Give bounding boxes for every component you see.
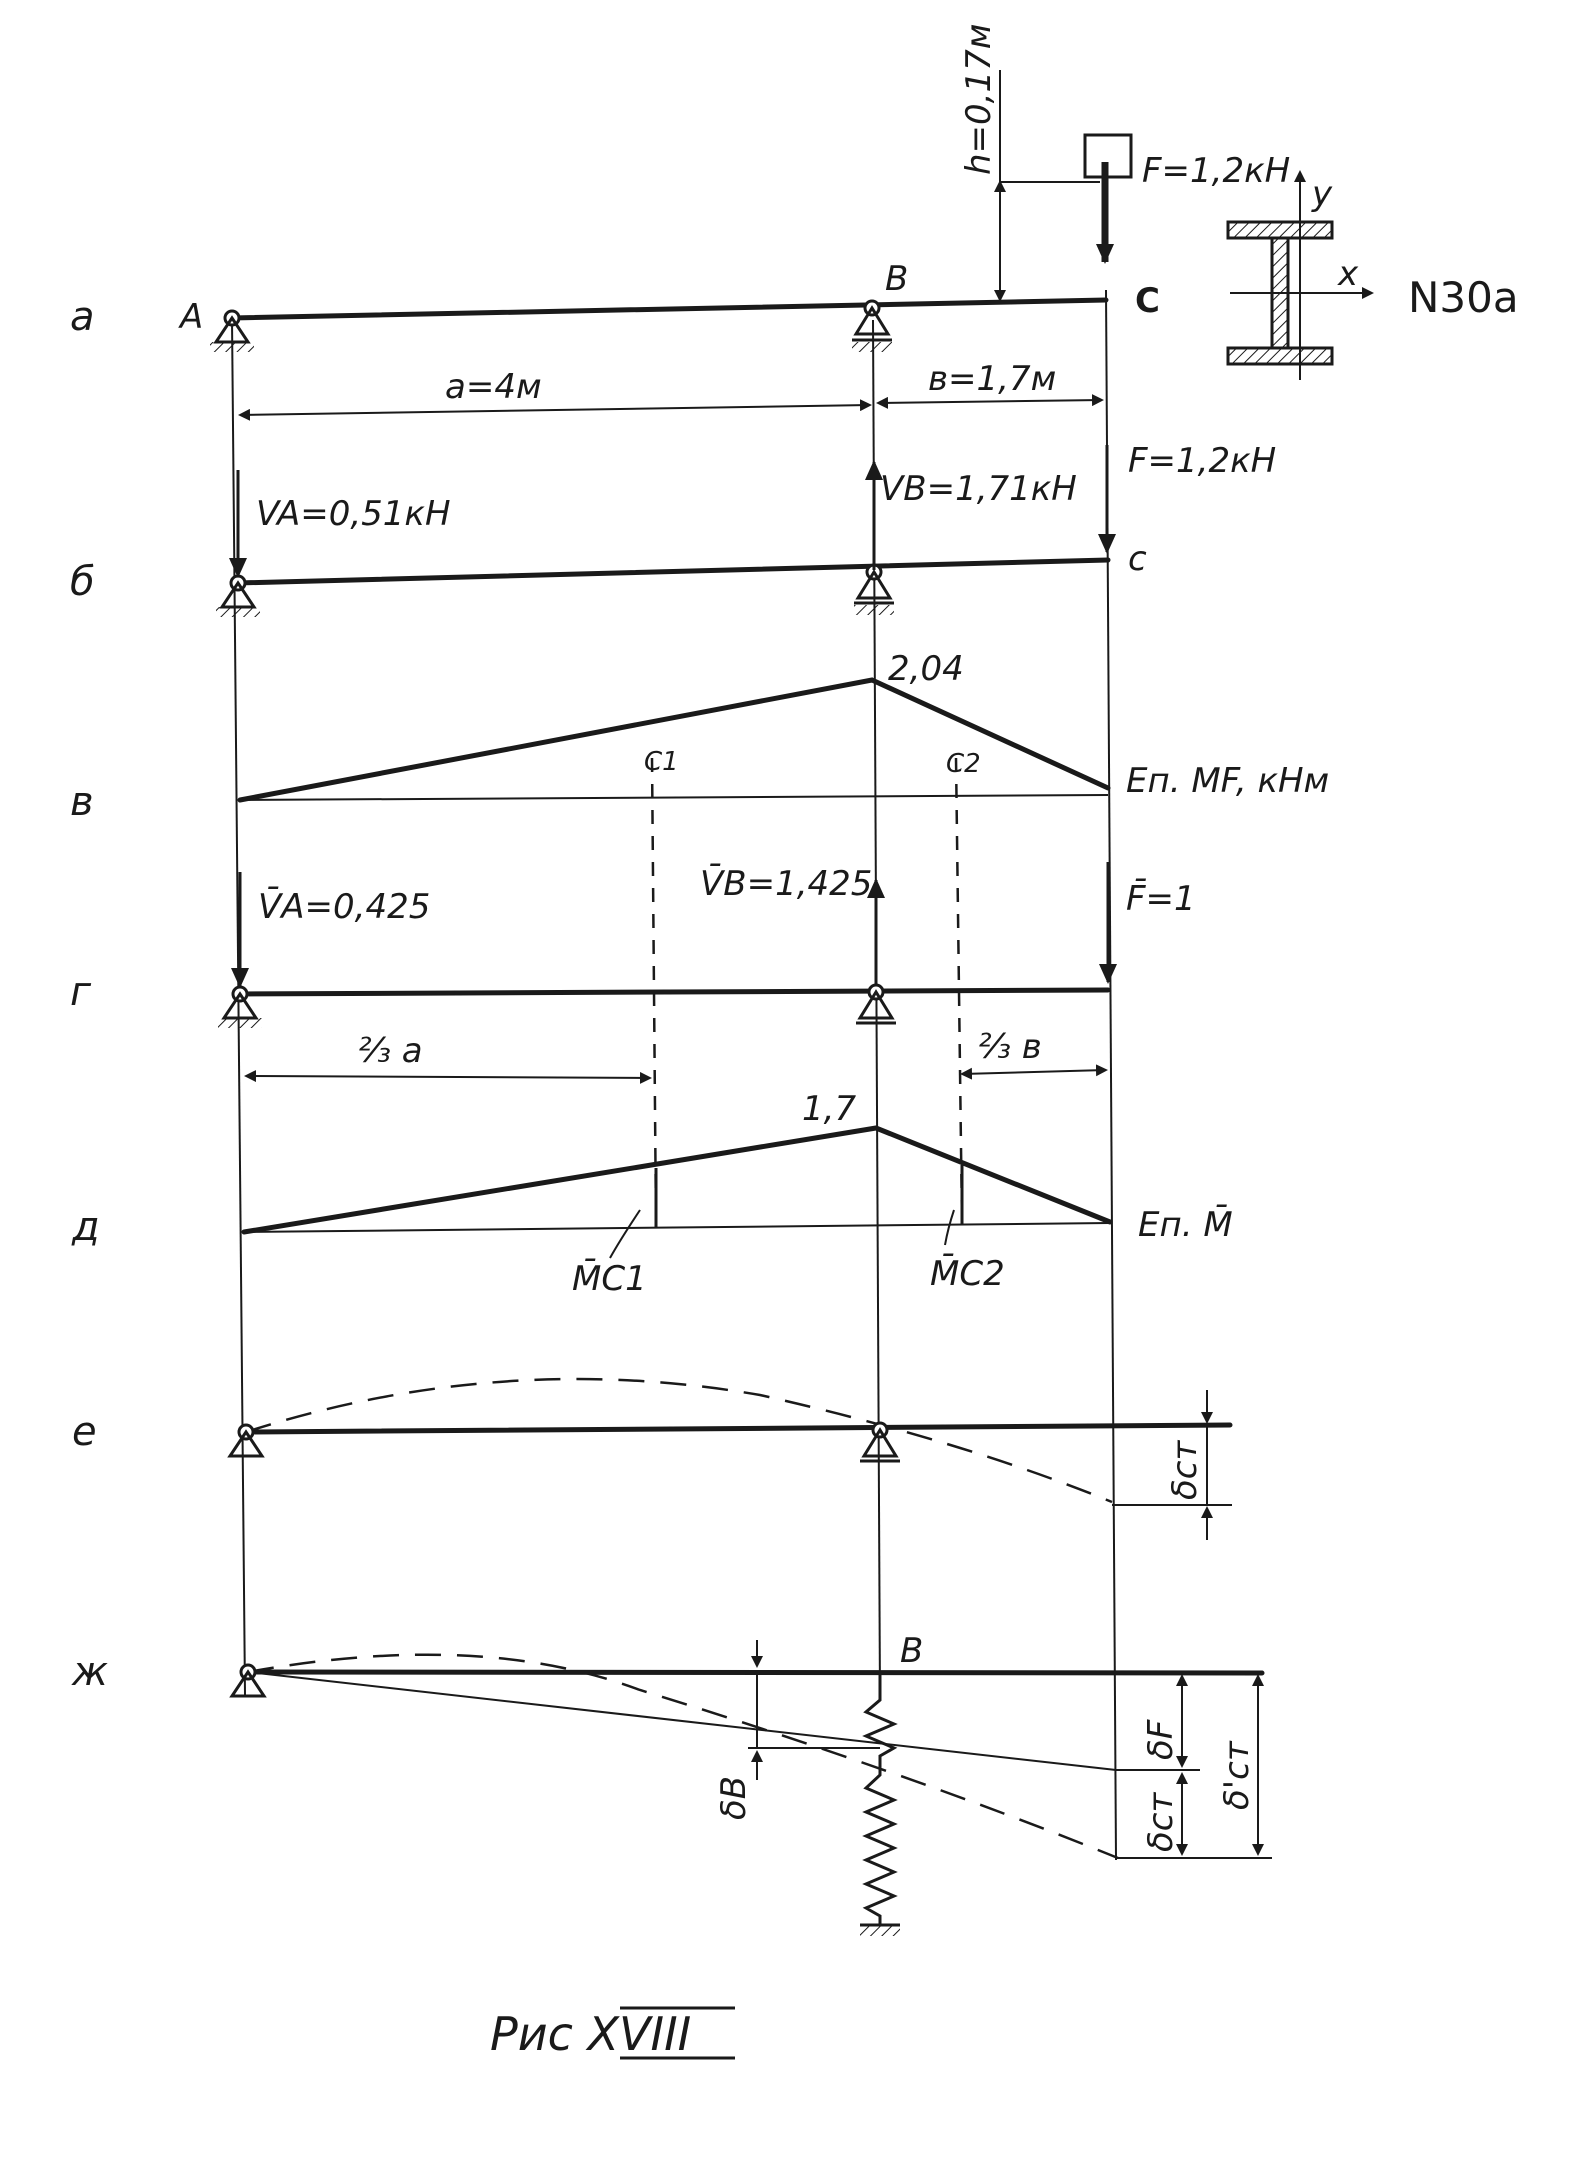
section-y-axis-label: y <box>1311 174 1333 214</box>
support-b-row-e <box>860 1421 900 1463</box>
delta-f-label: δF <box>1141 1719 1181 1760</box>
beam-row-b <box>235 557 1111 586</box>
point-label-c-row-b: c <box>1128 539 1147 579</box>
row-label-e: е <box>72 1409 97 1455</box>
guide-line-a <box>231 319 246 1696</box>
mf-diagram-baseline <box>239 794 1109 801</box>
dim-two-thirds-a-line <box>244 1070 652 1084</box>
row-label-zh: ж <box>71 1649 108 1695</box>
delta-st2-label: δст <box>1141 1792 1181 1852</box>
mc1-leader <box>609 1209 641 1259</box>
mc2-label: M̄C2 <box>930 1253 1005 1294</box>
row-label-b: б <box>70 559 95 605</box>
support-a-row-zh <box>229 1663 267 1698</box>
dim-b-line <box>876 394 1104 409</box>
dim-two-thirds-b-line <box>960 1064 1108 1080</box>
unit-m-diagram-baseline <box>243 1222 1111 1233</box>
unit-m-diagram-caption: Еп. M̄ <box>1138 1204 1233 1245</box>
dim-two-thirds-a-label: ⅔ a <box>358 1031 423 1071</box>
support-b-row-a <box>852 299 892 352</box>
reaction-vb-label: VB=1,71кН <box>880 469 1077 509</box>
force-f-row-b-label: F=1,2кН <box>1128 441 1276 481</box>
elastic-curve-row-zh <box>247 1653 1119 1860</box>
support-a-row-b <box>216 574 260 617</box>
centroid-c1-label: C1 <box>644 747 679 777</box>
point-label-b-spring: B <box>900 1631 923 1671</box>
delta-b-label: δB <box>714 1776 754 1820</box>
force-f-top-label: F=1,2кН <box>1142 151 1290 191</box>
beam-row-e <box>243 1422 1233 1435</box>
unit-reaction-va-label: V̄A=0,425 <box>258 886 430 927</box>
mc2-leader <box>944 1209 955 1246</box>
support-a-row-e <box>227 1423 265 1458</box>
section-x-axis-label: x <box>1337 254 1359 294</box>
unit-reaction-vb-label: V̄B=1,425 <box>700 863 872 904</box>
delta-st-label: δст <box>1165 1440 1205 1500</box>
spring-support <box>862 1672 898 1925</box>
row-label-g: г <box>70 969 92 1015</box>
reaction-va-label: VA=0,51кН <box>256 494 451 534</box>
delta-st-total-label: δ'ст <box>1217 1740 1257 1810</box>
centroid-c2-label: C2 <box>946 749 981 779</box>
dim-a-line <box>238 399 872 421</box>
section-profile-label: N30a <box>1408 273 1519 322</box>
row-label-a: а <box>70 294 95 340</box>
beam-row-a <box>229 297 1109 321</box>
mf-diagram-outline <box>237 677 1111 803</box>
rigid-line-row-zh <box>247 1671 1117 1771</box>
i-beam-section-icon <box>1226 170 1374 380</box>
unit-force-label: F̄=1 <box>1126 878 1196 919</box>
point-label-c: C <box>1135 281 1160 321</box>
support-a-row-a <box>210 309 254 352</box>
dim-two-thirds-b-label: ⅔ в <box>978 1027 1042 1067</box>
point-label-a: A <box>178 297 203 337</box>
row-label-v: в <box>70 779 94 825</box>
dim-a-label: a=4м <box>445 367 542 407</box>
beam-row-g <box>237 987 1111 997</box>
h-label: h=0,17м <box>959 24 999 175</box>
mc1-label: M̄C1 <box>572 1258 647 1299</box>
mf-diagram-caption: Еп. MF, кНм <box>1126 761 1329 801</box>
unit-m-peak-value: 1,7 <box>802 1089 856 1129</box>
row-label-d: д <box>71 1204 100 1250</box>
elastic-curve-row-e <box>245 1377 1113 1504</box>
point-label-b: B <box>885 259 908 299</box>
support-b-row-b <box>854 563 894 615</box>
dim-b-label: в=1,7м <box>928 359 1056 399</box>
unit-m-diagram-outline <box>241 1125 1113 1235</box>
mf-peak-value: 2,04 <box>888 649 964 689</box>
figure-caption: Рис XVIII <box>490 2007 691 2061</box>
beam-row-zh <box>245 1669 1265 1676</box>
